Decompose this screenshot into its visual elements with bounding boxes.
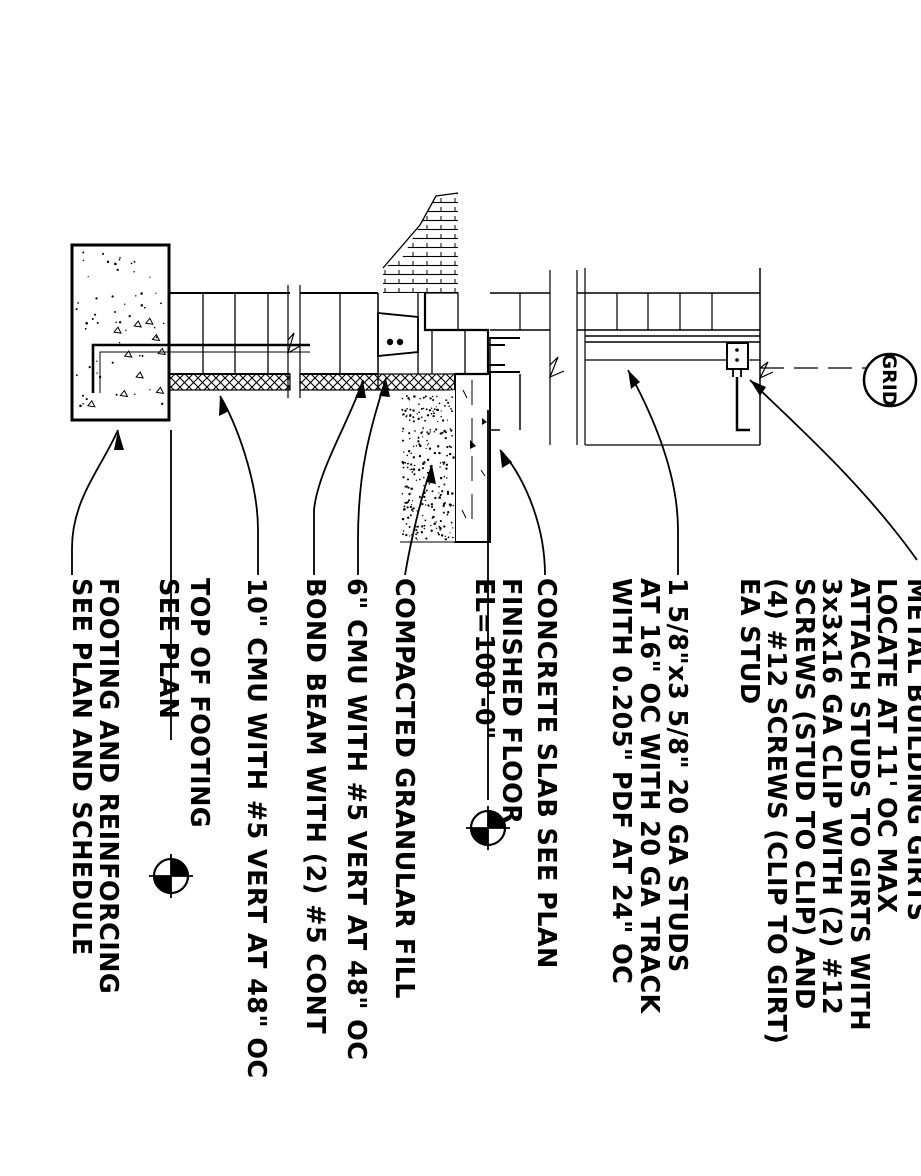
note-girt-clip-line-4: 3x3x16 GA CLIP WITH (2) #12 [816,578,846,1015]
note-slab: CONCRETE SLAB SEE PLAN [531,578,561,969]
note-bond-beam-line-1: 6" CMU WITH #5 VERT AT 48" OC [341,578,371,1060]
grid-bubble: GRID [862,352,918,408]
note-girt-clip-line-7: EA STUD [734,578,764,704]
note-top-of-footing-line-2: SEE PLAN [153,578,183,719]
note-studs-line-2: AT 16" OC WITH 20 GA TRACK [634,578,664,1015]
bond-beam [377,292,490,391]
note-studs-line-1: 1 5/8"x3 5/8" 20 GA STUDS [662,578,692,973]
note-footing-line-2: SEE PLAN AND SCHEDULE [66,578,96,956]
footing [70,243,310,422]
note-girt-clip-line-1: METAL BUILDING GIRTS [901,578,921,921]
grid-bubble-label: GRID [878,353,900,406]
note-finished-floor-line-1: FINISHED FLOOR [496,578,526,824]
note-studs-line-3: WITH 0.205" PDF AT 24" OC [606,578,636,984]
soil-hatch [382,192,459,293]
note-slab-line-1: CONCRETE SLAB SEE PLAN [531,578,561,969]
note-granular-fill-line-1: COMPACTED GRANULAR FILL [389,578,419,999]
note-bond-beam: 6" CMU WITH #5 VERT AT 48" OC BOND BEAM … [300,578,371,1060]
elevation-target-footing [149,854,193,898]
cmu-10-wall [168,285,379,398]
leader-arrowheads [114,370,766,484]
note-bond-beam-line-2: BOND BEAM WITH (2) #5 CONT [300,578,330,1034]
note-top-of-footing: TOP OF FOOTING SEE PLAN [153,578,214,828]
note-footing-line-1: FOOTING AND REINFORCING [93,578,123,994]
note-studs: 1 5/8"x3 5/8" 20 GA STUDS AT 16" OC WITH… [606,578,692,1015]
note-girt-clip: METAL BUILDING GIRTS LOCATE AT 11' OC MA… [734,578,921,1044]
note-finished-floor-line-2: EL=100'-0" [469,578,499,740]
note-girt-clip-line-5: SCREWS (STUD TO CLIP) AND [789,578,819,1010]
note-footing: FOOTING AND REINFORCING SEE PLAN AND SCH… [66,578,123,994]
stud-wall [490,268,761,446]
note-top-of-footing-line-1: TOP OF FOOTING [184,578,214,828]
elevation-target-floor [466,806,510,850]
note-finished-floor: FINISHED FLOOR EL=100'-0" [469,578,526,824]
granular-fill [400,390,455,543]
note-girt-clip-line-6: (4) #12 SCREWS (CLIP TO GIRT) [761,578,791,1044]
note-cmu-10-line-1: 10" CMU WITH #5 VERT AT 48" OC [241,578,271,1079]
note-granular-fill: COMPACTED GRANULAR FILL [389,578,419,999]
note-girt-clip-line-2: LOCATE AT 11' OC MAX [871,578,901,913]
note-girt-clip-line-3: ATTACH STUDS TO GIRTS WITH [844,578,874,1031]
note-cmu-10: 10" CMU WITH #5 VERT AT 48" OC [241,578,271,1079]
girt-clip [726,342,750,432]
concrete-slab [454,373,491,543]
footing-concrete-stipple [75,251,167,408]
